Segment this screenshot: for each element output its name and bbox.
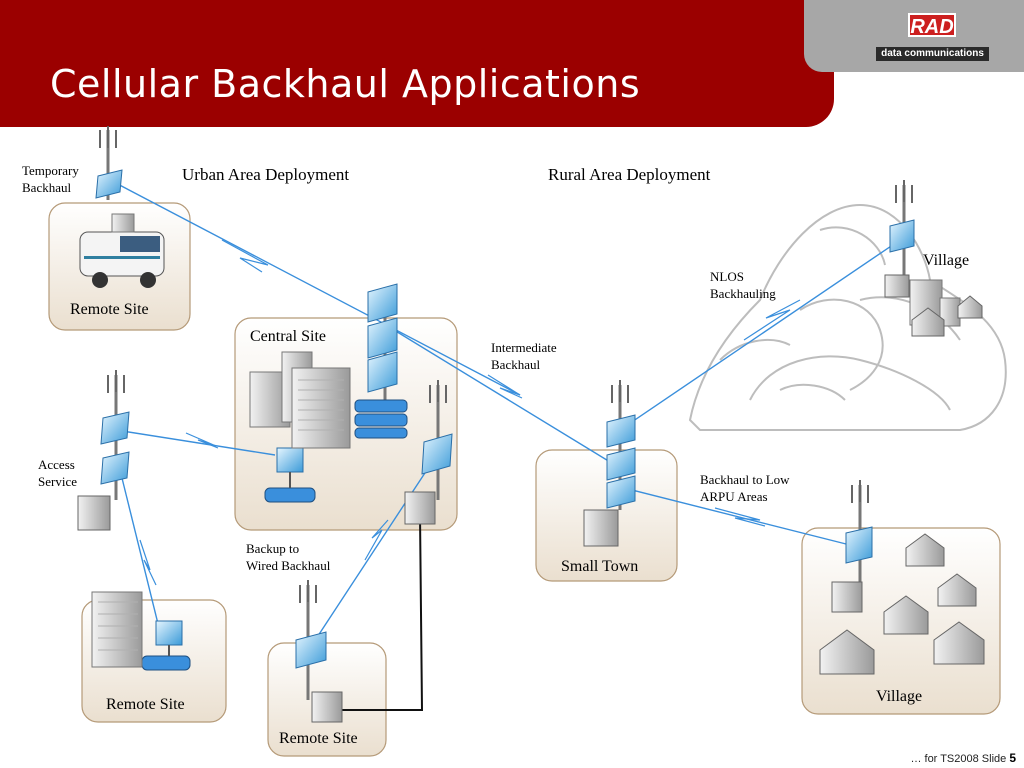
link-access-remote — [119, 469, 163, 641]
site-label-small-town: Small Town — [561, 558, 639, 575]
label-line: Backup to — [246, 541, 300, 556]
site-label-village-top: Village — [923, 252, 970, 269]
label-line: Service — [38, 474, 77, 489]
link-access-service — [115, 429, 276, 456]
title-banner — [0, 0, 834, 127]
network-switch-stem — [168, 472, 291, 656]
label-line: Access — [38, 457, 75, 472]
link-nlos — [619, 239, 901, 431]
label-access-service: Access Service — [38, 456, 77, 490]
label-line: Wired Backhaul — [246, 558, 331, 573]
equipment-cabinet-icon — [77, 274, 910, 723]
label-line: Intermediate — [491, 340, 557, 355]
rural-heading: Rural Area Deployment — [548, 165, 711, 184]
slide-footer: … for TS2008 Slide 5 — [910, 751, 1016, 765]
label-nlos-backhauling: NLOS Backhauling — [710, 268, 776, 302]
link-intermediate — [393, 329, 616, 466]
link-backup — [311, 449, 441, 646]
label-backup-wired: Backup to Wired Backhaul — [246, 540, 330, 574]
label-line: Backhaul to Low — [700, 472, 790, 487]
slide-number: 5 — [1009, 751, 1016, 765]
site-label-remote-top: Remote Site — [70, 301, 149, 318]
label-line: Backhauling — [710, 286, 776, 301]
urban-heading: Urban Area Deployment — [182, 165, 350, 184]
wireless-zigzags — [139, 239, 801, 586]
wired-backhaul-line — [340, 514, 424, 711]
label-line: ARPU Areas — [700, 489, 768, 504]
site-label-remote-bottom-left: Remote Site — [106, 696, 185, 713]
label-temporary-backhaul: Temporary Backhaul — [22, 162, 79, 196]
site-label-central: Central Site — [250, 328, 326, 345]
van-icon — [79, 213, 165, 288]
house-icon — [819, 295, 985, 675]
logo-subtitle: data communications — [876, 47, 989, 61]
label-line: NLOS — [710, 269, 744, 284]
rad-logo: RAD — [908, 13, 956, 38]
label-line: Backhaul — [22, 180, 72, 195]
site-label-remote-bottom-mid: Remote Site — [279, 730, 358, 747]
footer-text: … for TS2008 Slide — [910, 753, 1010, 765]
building-windows — [98, 379, 344, 651]
label-intermediate-backhaul: Intermediate Backhaul — [491, 339, 557, 373]
radio-unit-icon — [95, 169, 915, 669]
label-line: Temporary — [22, 163, 79, 178]
label-line: Backhaul — [491, 357, 541, 372]
office-building-icon — [91, 279, 961, 668]
slide-title: Cellular Backhaul Applications — [50, 62, 641, 106]
link-temporary-backhaul — [109, 179, 521, 396]
network-switch-icon — [141, 399, 408, 671]
site-label-village-bottom: Village — [876, 688, 923, 705]
link-low-arpu — [619, 486, 851, 546]
antenna-array-icon — [99, 126, 913, 603]
wireless-links — [109, 179, 901, 646]
label-low-arpu: Backhaul to Low ARPU Areas — [700, 471, 790, 505]
